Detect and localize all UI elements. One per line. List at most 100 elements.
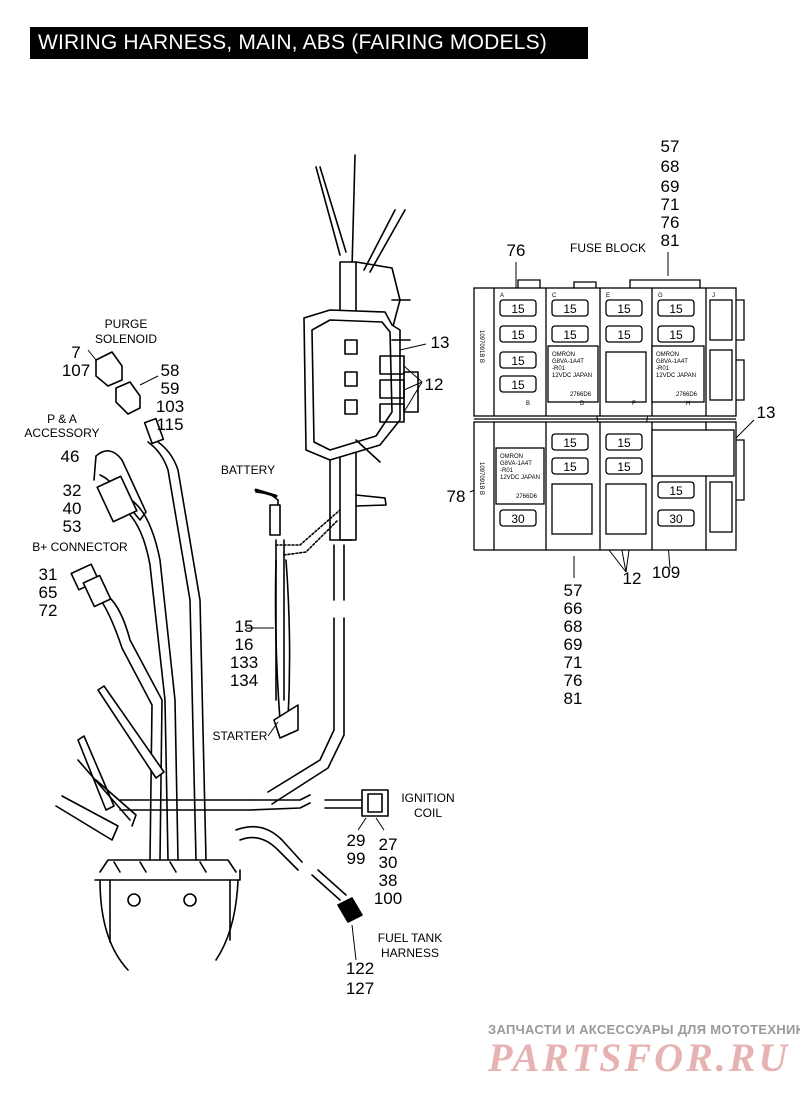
- fuse-value: 15: [617, 460, 631, 474]
- ref-number: 40: [63, 499, 82, 518]
- watermark-logo: PARTSFOR.RU: [488, 1035, 791, 1080]
- ref-number: 100: [374, 889, 402, 908]
- ref-number: 127: [346, 979, 374, 998]
- ref-number: 99: [347, 849, 366, 868]
- ref-number: 38: [379, 871, 398, 890]
- side-code: 1097091B B: [478, 330, 484, 363]
- fuse-block-label: FUSE BLOCK: [570, 241, 646, 255]
- ref-number: 76: [564, 671, 583, 690]
- slot-letter: B: [526, 401, 530, 407]
- ref-number: 69: [661, 177, 680, 196]
- ref-number: 68: [661, 157, 680, 176]
- ref-number: 7: [71, 343, 80, 362]
- ref-number: 81: [564, 689, 583, 708]
- fuse-value: 15: [669, 484, 683, 498]
- relay-lower-right: [651, 429, 735, 477]
- fuse-value: 15: [563, 436, 577, 450]
- ref-number: 71: [661, 195, 680, 214]
- ref-number: 65: [39, 583, 58, 602]
- slot-letter: F: [632, 401, 636, 407]
- ref-number: 66: [564, 599, 583, 618]
- fuse-block: [473, 279, 745, 551]
- ref-number: 103: [156, 397, 184, 416]
- ref-number: 16: [235, 635, 254, 654]
- ref-number: 109: [652, 563, 680, 582]
- ref-number: 107: [62, 361, 90, 380]
- ref-number: 115: [156, 415, 183, 434]
- ref-number: 12: [623, 569, 642, 588]
- ref-number: 68: [564, 617, 583, 636]
- fuse-value: 15: [617, 436, 631, 450]
- ref-number: 57: [564, 581, 583, 600]
- ref-number: 69: [564, 635, 583, 654]
- slot-letter: D: [580, 401, 585, 407]
- ref-number: 59: [161, 379, 180, 398]
- slot-letter: E: [606, 293, 610, 299]
- ref-number: 46: [61, 447, 80, 466]
- starter-label: STARTER: [213, 729, 268, 743]
- fuse-value: 30: [669, 512, 683, 526]
- fuse-value: 15: [669, 302, 683, 316]
- ref-number: 27: [379, 835, 398, 854]
- fuse-value: 15: [511, 328, 525, 342]
- ref-number: 76: [661, 213, 680, 232]
- ref-number: 15: [235, 617, 254, 636]
- ref-number: 53: [63, 517, 82, 536]
- slot-letter: A: [500, 293, 504, 299]
- battery-label: BATTERY: [221, 463, 275, 477]
- ref-number: 81: [661, 231, 680, 250]
- ref-number: 78: [447, 487, 466, 506]
- fuse-value: 15: [511, 378, 525, 392]
- slot-letter: G: [658, 293, 663, 299]
- ref-number: 13: [757, 403, 776, 422]
- ref-number: 58: [161, 361, 180, 380]
- b-plus-connector-label: B+ CONNECTOR: [32, 540, 128, 554]
- slot-letter: J: [712, 293, 715, 299]
- fuse-value: 15: [669, 328, 683, 342]
- ref-number: 134: [230, 671, 258, 690]
- slot-letter: C: [552, 293, 557, 299]
- fuse-value: 15: [617, 328, 631, 342]
- ref-number: 72: [39, 601, 58, 620]
- fuse-values: 15 15 15 15 15 15 15 15 15 15 15 15 15 1…: [511, 302, 683, 526]
- relay-lower: [495, 447, 545, 505]
- fuse-value: 15: [617, 302, 631, 316]
- fuse-value: 15: [563, 328, 577, 342]
- harness-drawing: [55, 154, 419, 971]
- relay-upper-left: [547, 345, 599, 403]
- fuse-value: 15: [563, 302, 577, 316]
- side-code: 1097091B B: [478, 462, 484, 495]
- ref-number: 133: [230, 653, 258, 672]
- relay-code: 2766D6: [570, 392, 592, 398]
- ref-number: 30: [379, 853, 398, 872]
- title-bar: WIRING HARNESS, MAIN, ABS (FAIRING MODEL…: [30, 27, 588, 59]
- ref-number: 76: [507, 241, 526, 260]
- relay-code: 2766D6: [516, 494, 538, 500]
- relay-code: 2766D6: [676, 392, 698, 398]
- fuse-value: 15: [563, 460, 577, 474]
- page-title: WIRING HARNESS, MAIN, ABS (FAIRING MODEL…: [38, 31, 547, 54]
- ref-number: 12: [425, 375, 444, 394]
- relay-upper-right: [651, 345, 705, 403]
- watermark-subtitle: ЗАПЧАСТИ И АКСЕССУАРЫ ДЛЯ МОТОТЕХНИКИ: [488, 1022, 800, 1037]
- ref-number: 57: [661, 137, 680, 156]
- ref-number: 31: [39, 565, 58, 584]
- ref-number: 13: [431, 333, 450, 352]
- slot-letter: H: [686, 401, 690, 407]
- fuse-value: 15: [511, 302, 525, 316]
- ref-number: 71: [564, 653, 583, 672]
- fuse-value: 30: [511, 512, 525, 526]
- fuse-value: 15: [511, 354, 525, 368]
- ref-number: 29: [347, 831, 366, 850]
- ref-number: 32: [63, 481, 82, 500]
